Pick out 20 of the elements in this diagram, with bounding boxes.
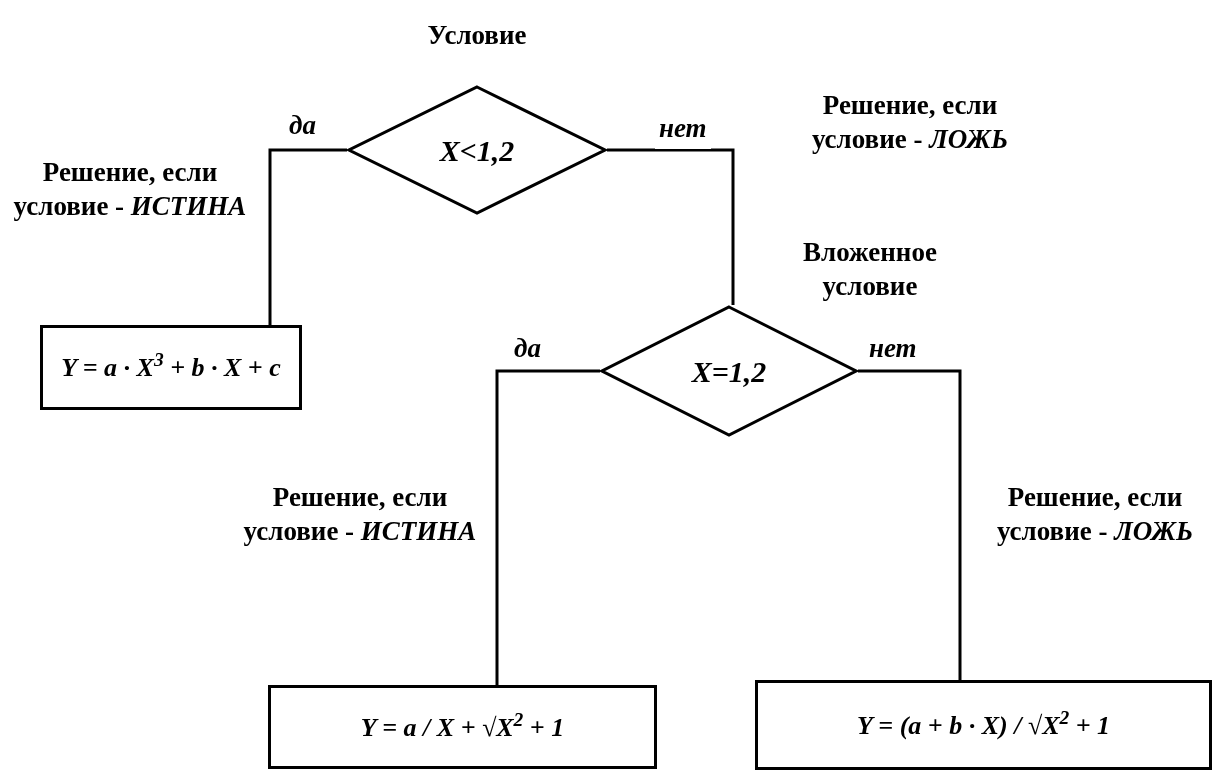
branch-note: Решение, если условие - ИСТИНА bbox=[242, 481, 478, 548]
branch-note: Решение, если условие - ИСТИНА bbox=[12, 156, 248, 223]
condition-text: X<1,2 bbox=[439, 132, 515, 169]
condition-caption: Вложенное условие bbox=[802, 236, 938, 303]
formula-text: Y = a / X + √X$^{2}$ + 1 bbox=[360, 707, 565, 744]
decision-diamond bbox=[347, 85, 607, 215]
branch-note: Решение, если условие - ЛОЖЬ bbox=[995, 481, 1195, 548]
formula-box bbox=[268, 685, 657, 769]
formula-text: Y = a · X$^{3}$ + b · X + c bbox=[61, 348, 281, 384]
formula-text: Y = (a + b · X) / √X$^{2}$ + 1 bbox=[856, 705, 1111, 742]
connector-line bbox=[858, 369, 962, 680]
condition-caption: Условие bbox=[426, 19, 528, 52]
connector-line bbox=[268, 148, 347, 325]
decision-diamond bbox=[600, 305, 858, 437]
formula-box bbox=[40, 325, 302, 410]
branch-note: Решение, если условие - ЛОЖЬ bbox=[810, 89, 1010, 156]
connector-line bbox=[607, 148, 735, 305]
formula-box bbox=[755, 680, 1212, 770]
connector-line bbox=[495, 369, 600, 685]
condition-text: X=1,2 bbox=[691, 353, 767, 390]
